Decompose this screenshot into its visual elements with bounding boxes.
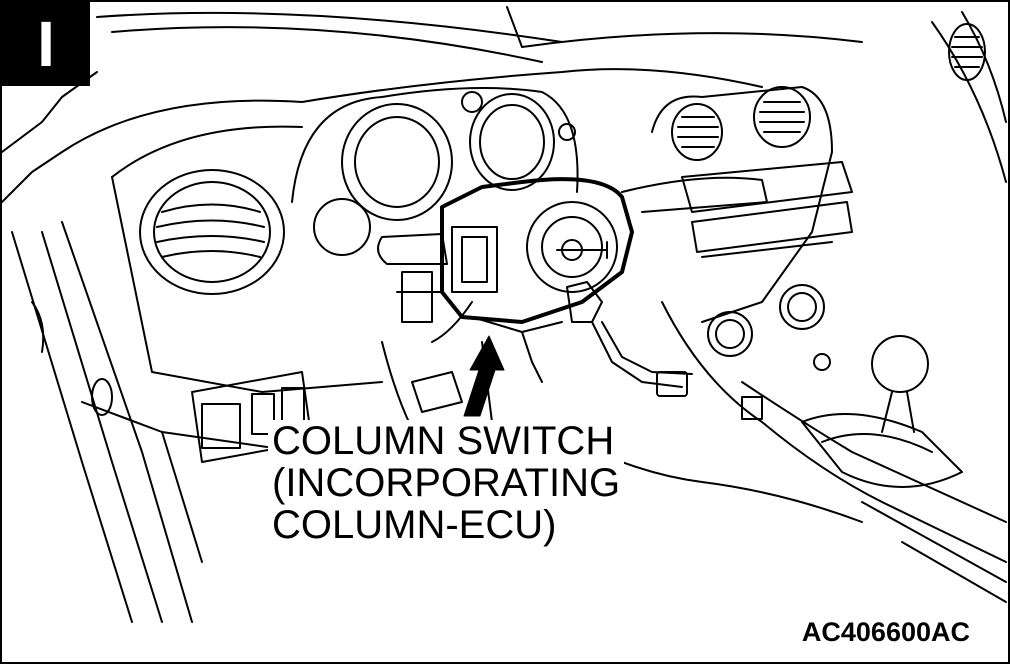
left-pillar-door: [2, 71, 193, 623]
callout-line: (INCORPORATING: [272, 461, 621, 505]
windshield-lines: [96, 6, 1007, 183]
instrument-cluster: [291, 87, 579, 256]
column-switch-assembly: [377, 176, 768, 324]
dash-contour: [61, 68, 763, 563]
figure-code: AC406600AC: [797, 617, 974, 648]
figure-badge: I: [2, 2, 90, 86]
callout-line: COLUMN SWITCH: [272, 419, 615, 463]
pointer-arrow: [463, 335, 505, 417]
column-switch-callout: COLUMN SWITCH (INCORPORATING COLUMN-ECU): [268, 419, 625, 547]
center-panel: [661, 161, 1007, 563]
callout-line: COLUMN-ECU): [272, 503, 557, 547]
wiring-harness: [396, 271, 693, 397]
left-air-vent: [139, 169, 285, 295]
gear-shifter: [801, 335, 1007, 603]
center-vents: [651, 23, 986, 323]
